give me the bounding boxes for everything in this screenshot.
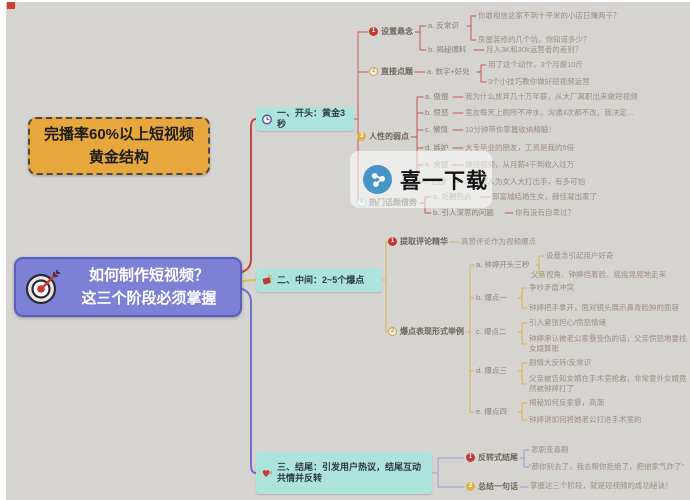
branch3-node-ending[interactable]: 三、结尾：引发用户热议，结尾互动共情并反转 — [256, 452, 432, 494]
timer-icon — [262, 114, 272, 125]
branch1-title: 一、开头：黄金3秒 — [277, 108, 346, 129]
floating-topic-line2: 黄金结构 — [88, 149, 149, 166]
topic-thought-provoking-question[interactable]: b. 引人深思的问题 — [433, 208, 494, 217]
example-text[interactable]: 大专毕业的朋友，工资是我的5倍 — [465, 143, 575, 152]
example-text[interactable]: “那你别去了，我去帮你拒绝了，把他家气炸了” — [529, 462, 684, 471]
example-text[interactable]: 悲剧变喜剧 — [531, 445, 569, 454]
example-text[interactable]: 钟婷承认被老公家暴受伤的话，父亲愤怒地要找女婿算账 — [529, 334, 687, 353]
example-text[interactable]: 我为什么放弃几十万年薪，从大厂离职出来做短视频 — [465, 92, 638, 101]
example-text[interactable]: 郭富城结婚生女，薛佳凝出家了 — [492, 192, 597, 201]
topic-set-suspense[interactable]: 设置悬念 — [381, 27, 413, 36]
branch2-sub2-number-badge: 2 — [388, 327, 397, 336]
mindmap-background — [6, 2, 690, 500]
example-text[interactable]: 钟婷把手拿开，面对镜头展示鼻青脸肿的面容 — [529, 303, 679, 312]
example-text[interactable]: 高赞评论作为视频爆点 — [461, 237, 536, 246]
branch3-sub2-number-badge: 2 — [466, 482, 475, 491]
watermark: 喜一下载 — [350, 151, 492, 208]
branch1-node-opening[interactable]: 一、开头：黄金3秒 — [256, 107, 354, 131]
central-topic-line2: 这三个阶段必须掌握 — [81, 290, 217, 307]
topic-burst2[interactable]: c. 爆点二 — [476, 327, 507, 336]
example-text[interactable]: 用了这个动作，3个月瘦10斤 — [488, 60, 584, 69]
topic-one-sentence-summary[interactable]: 总结一句话 — [478, 482, 518, 491]
branch1-sub1-number-badge: 1 — [369, 27, 378, 36]
example-text[interactable]: 争吵矛盾冲突 — [529, 283, 574, 292]
watermark-logo-circle — [363, 165, 392, 194]
example-text[interactable]: 你敢相信这家不到十平米的小店日赚两千？ — [478, 11, 621, 20]
topic-anger[interactable]: b. 愤怒 — [425, 108, 449, 117]
topic-number-benefit[interactable]: a. 数字+好处 — [427, 67, 470, 76]
example-text[interactable]: 10分钟带你掌握收纳精髓！ — [465, 125, 556, 134]
topic-burst4[interactable]: e. 爆点四 — [476, 407, 507, 416]
example-text[interactable]: 父亲被告知女婿在手术室抢救，非常意外女婿竟然被钟婷打了 — [529, 374, 687, 393]
topic-burst1[interactable]: b. 爆点一 — [476, 293, 507, 302]
explosion-icon — [262, 274, 273, 285]
example-text[interactable]: 室友每天上厕所不冲水，沟通3次都不改，我决定… — [465, 108, 635, 117]
example-text[interactable]: 钟婷讲如何将她老公打进手术室的 — [529, 415, 642, 424]
central-topic[interactable]: 如何制作短视频？ 这三个阶段必须掌握 — [14, 257, 242, 317]
example-text[interactable]: 引入紧张担心/愤怒情绪 — [529, 318, 607, 327]
topic-extract-comments[interactable]: 提取评论精华 — [400, 237, 448, 246]
topic-burst3[interactable]: d. 爆点三 — [476, 366, 507, 375]
floating-topic-line1: 完播率60%以上短视频 — [43, 126, 195, 143]
watermark-label: 喜一下载 — [400, 169, 488, 193]
branch3-title: 三、结尾：引发用户热议，结尾互动共情并反转 — [277, 462, 422, 483]
topic-opening-3s[interactable]: a. 钟婷开头三秒 — [476, 260, 530, 269]
target-dart-icon — [25, 270, 60, 305]
example-text[interactable]: 父亲视角、钟婷挡着脸、摇摇晃晃地走来 — [531, 270, 666, 279]
floating-topic-golden-structure[interactable]: 完播率60%以上短视频 黄金结构 — [28, 117, 210, 175]
topic-laziness[interactable]: c. 懒惰 — [425, 125, 448, 134]
central-topic-line1: 如何制作短视频？ — [88, 267, 209, 284]
branch2-sub1-number-badge: 1 — [388, 237, 397, 246]
example-text[interactable]: 月入3K和30k运营者的差别？ — [486, 45, 583, 54]
topic-envy[interactable]: d. 嫉妒 — [425, 143, 449, 152]
topic-human-weakness[interactable]: 人性的弱点 — [369, 132, 409, 141]
example-text[interactable]: 剧情大反转/反常识 — [529, 358, 592, 367]
branch3-sub1-number-badge: 1 — [466, 453, 475, 462]
example-text[interactable]: 掌握这三个阶段，就是短视频的成功秘诀！ — [530, 481, 673, 490]
topic-direct-point[interactable]: 直接点题 — [381, 67, 413, 76]
topic-counter-intuition[interactable]: a. 反常识 — [428, 21, 459, 30]
branch2-title: 二、中间：2~5个爆点 — [277, 274, 365, 285]
topic-pride[interactable]: a. 傲慢 — [425, 92, 449, 101]
topic-burst-point-examples[interactable]: 爆点表现形式举例 — [400, 327, 464, 336]
topic-reveal-scoop[interactable]: b. 揭秘爆料 — [428, 45, 467, 54]
example-text[interactable]: 设悬念引起用户好奇 — [546, 251, 614, 260]
branch1-sub2-number-badge: 2 — [369, 67, 378, 76]
example-text[interactable]: 两个男人为女人大打出手，有多可怕 — [465, 177, 585, 186]
share-nodes-icon — [371, 172, 385, 187]
example-text[interactable]: 揭秘如何反家暴，高潮 — [529, 398, 604, 407]
example-text[interactable]: 房屋装修的几个坑，你知道多少？ — [478, 35, 591, 44]
example-text[interactable]: 你有没有自卑过？ — [515, 208, 575, 217]
hearts-icon — [262, 470, 273, 477]
topic-twist-ending[interactable]: 反转式结尾 — [478, 453, 518, 462]
branch1-sub3-number-badge: 3 — [357, 132, 366, 141]
example-text[interactable]: 做短视频，从月薪4千到收入过万 — [465, 160, 575, 169]
red-marker-dot — [7, 2, 15, 9]
example-text[interactable]: 3个小技巧教你做好短视频运营 — [488, 77, 590, 86]
branch2-node-middle[interactable]: 二、中间：2~5个爆点 — [256, 268, 382, 292]
